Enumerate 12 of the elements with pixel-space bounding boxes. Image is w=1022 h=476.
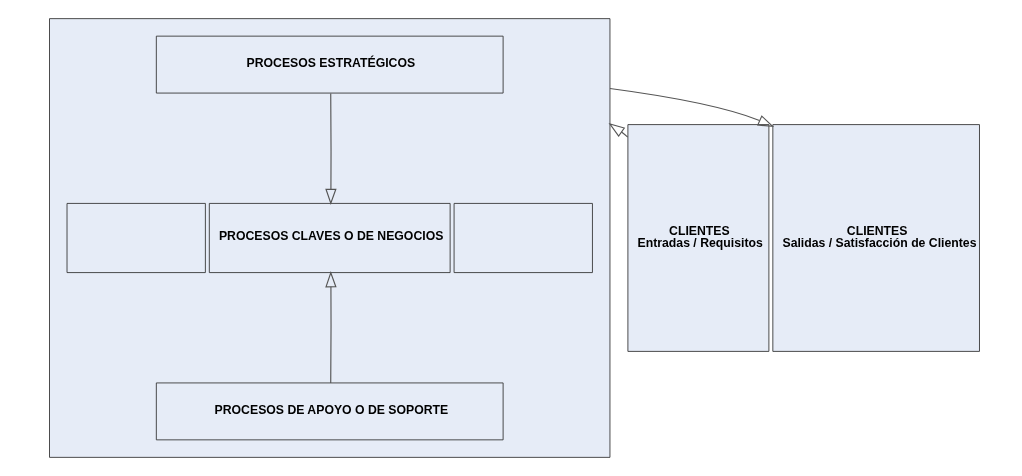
node-box: PROCESOS ESTRATÉGICOS <box>155 35 504 94</box>
arrow <box>325 92 337 205</box>
node-box: CLIENTES Salidas / Satisfacción de Clientes <box>772 124 980 352</box>
node-box: CLIENTES Entradas / Requisitos <box>627 124 770 352</box>
arrow <box>325 271 337 384</box>
node-box: PROCESOS DE APOYO O DE SOPORTE <box>155 382 504 441</box>
node-box <box>453 202 593 274</box>
cluster <box>49 18 611 458</box>
arrow <box>609 87 775 127</box>
arrow <box>608 123 629 138</box>
node-box: PROCESOS CLAVES O DE NEGOCIOS <box>208 202 451 274</box>
node-box <box>66 202 206 274</box>
